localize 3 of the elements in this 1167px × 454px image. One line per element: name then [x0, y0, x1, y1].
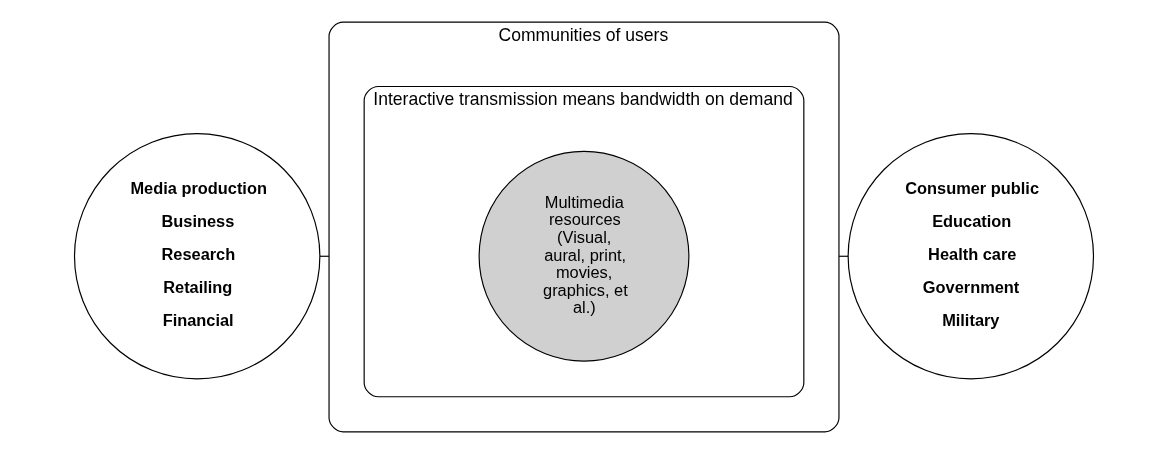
- node-circle: Multimedia resources (Visual, aural, print, movies, graphics, et al.): [478, 150, 689, 362]
- node-circle: Consumer public Education Health care Government Military: [847, 133, 1094, 380]
- node-circle: Media production Business Research Retailing Financial: [73, 133, 320, 380]
